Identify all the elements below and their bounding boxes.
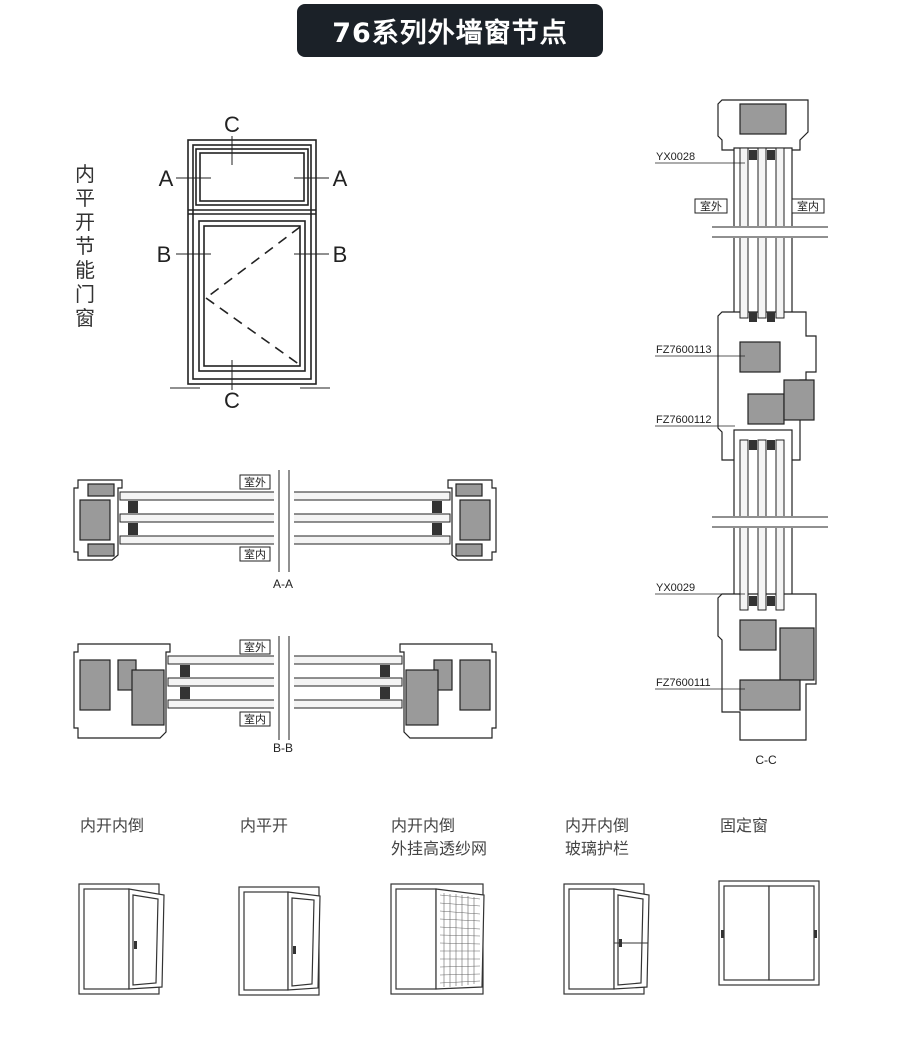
section-mark-c-bottom: C [224, 388, 240, 413]
callout-yx0029: YX0029 [656, 582, 695, 594]
section-aa-label: A-A [273, 577, 293, 591]
section-mark-b-left: B [157, 242, 172, 267]
callout-yx0028: YX0028 [656, 151, 695, 163]
section-cc-drawing: 室外 室内 YX0028 FZ7600113 FZ7600112 YX0029 … [655, 99, 830, 767]
window-type-label-2: 内平开 [240, 816, 289, 835]
fixed-window-icon [718, 880, 820, 986]
callout-fz7600111: FZ7600111 [656, 677, 711, 689]
callout-fz7600112: FZ7600112 [656, 414, 711, 426]
tilt-turn-window-icon [78, 883, 165, 995]
tilt-turn-screen-window-icon [390, 883, 485, 995]
window-type-label-1: 内开内倒 [80, 816, 145, 835]
casement-window-icon [238, 886, 321, 996]
section-mark-c-top: C [224, 112, 240, 137]
callout-fz7600113: FZ7600113 [656, 344, 711, 356]
section-mark-b-right: B [333, 242, 348, 267]
section-bb-outside-label: 室外 [244, 640, 266, 654]
page-title: 76系列外墙窗节点 [297, 4, 603, 57]
section-bb-inside-label: 室内 [244, 712, 266, 726]
window-elevation-drawing: A A B B C C [157, 112, 348, 413]
section-cc-label: C-C [755, 753, 777, 767]
window-type-label-4: 内开内倒 玻璃护栏 [565, 816, 630, 858]
window-type-label-5: 固定窗 [720, 816, 769, 835]
section-cc-inside-label: 室内 [797, 199, 819, 213]
window-type-label-3: 内开内倒 外挂高透纱网 [391, 816, 488, 858]
section-bb-label: B-B [273, 741, 293, 755]
section-mark-a-right: A [333, 166, 348, 191]
elevation-vertical-label: 内平开节能门窗 [75, 162, 95, 330]
section-mark-a-left: A [159, 166, 174, 191]
section-aa-drawing: 室外 室内 A-A [73, 470, 497, 591]
section-cc-outside-label: 室外 [700, 199, 722, 213]
section-aa-inside-label: 室内 [244, 547, 266, 561]
tilt-turn-guardrail-window-icon [563, 883, 650, 995]
section-aa-outside-label: 室外 [244, 475, 266, 489]
section-bb-drawing: 室外 室内 B-B [73, 634, 497, 755]
